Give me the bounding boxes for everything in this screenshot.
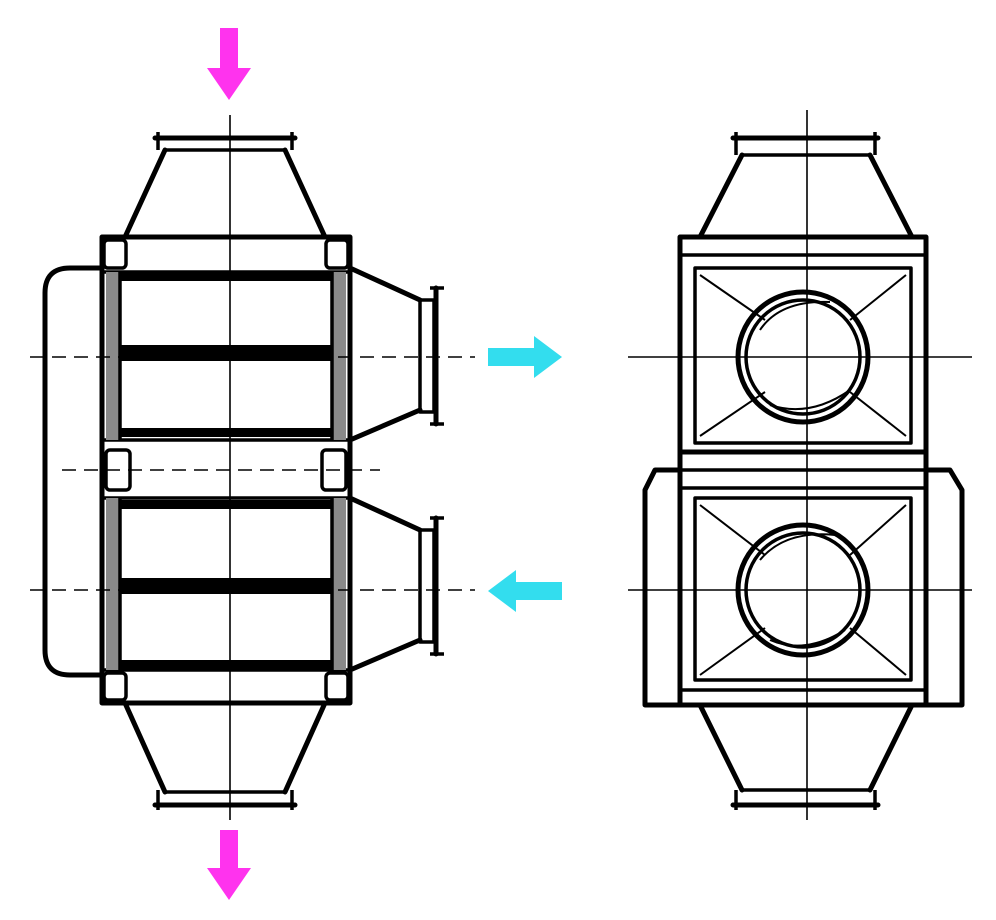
front-top-flange <box>697 132 915 240</box>
front-view <box>628 110 972 820</box>
side-top-flange <box>152 132 298 152</box>
front-lower-module <box>677 449 929 708</box>
module-label-2 <box>128 377 184 411</box>
right-inlet-arrow <box>488 570 562 612</box>
top-inlet-arrow <box>207 28 251 100</box>
module-label-3 <box>128 526 184 560</box>
side-bypass-duct <box>42 265 105 678</box>
side-main-body <box>99 234 353 706</box>
side-view <box>30 115 475 820</box>
module-label-4 <box>128 611 184 645</box>
side-top-hood <box>122 147 328 240</box>
side-bottom-hood <box>122 700 328 795</box>
bottom-outlet-arrow <box>207 830 251 900</box>
front-upper-module <box>677 234 929 455</box>
right-outlet-arrow <box>488 336 562 378</box>
front-left-bracket <box>642 467 683 708</box>
side-bottom-flange <box>152 790 298 810</box>
front-right-bracket <box>923 467 965 708</box>
side-right-nozzle-upper <box>347 265 444 443</box>
front-bottom-flange <box>697 702 915 810</box>
side-module-labels <box>128 294 184 645</box>
side-right-nozzle-lower <box>347 495 444 673</box>
module-label-1 <box>128 294 184 328</box>
